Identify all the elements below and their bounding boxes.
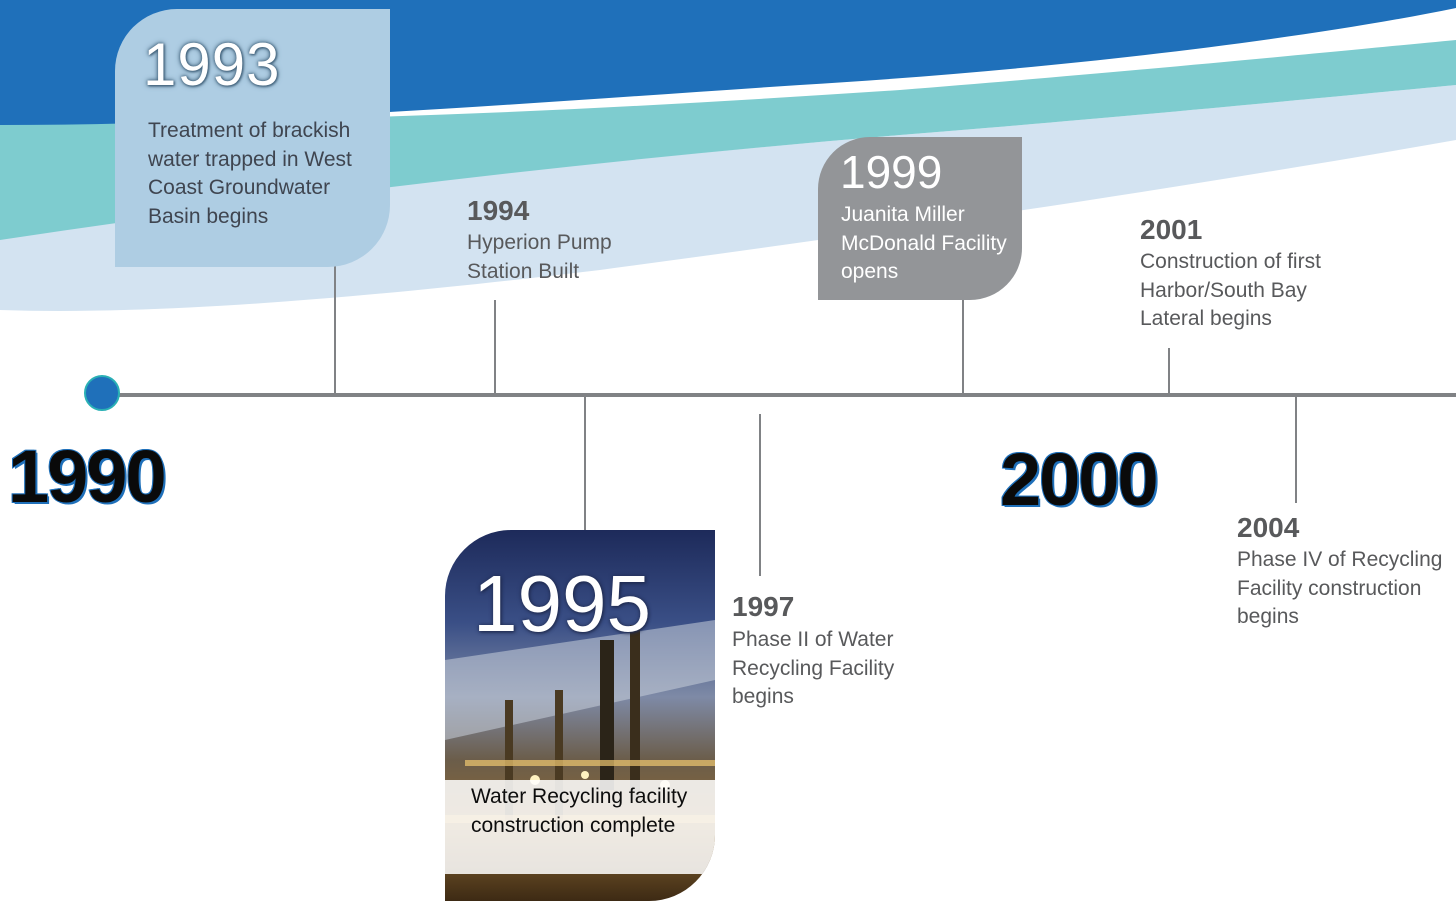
- event-text-1995: Water Recycling facility construction co…: [471, 785, 688, 837]
- event-card-1993: 1993 Treatment of brackish water trapped…: [115, 9, 390, 267]
- connector-2001: [1168, 348, 1170, 394]
- timeline-start-marker: [84, 375, 120, 411]
- event-year-1997: 1997: [732, 591, 795, 622]
- connector-1999: [962, 298, 964, 394]
- event-year-1993: 1993: [143, 31, 281, 98]
- event-year-2004: 2004: [1237, 512, 1300, 543]
- timeline-axis: [100, 393, 1456, 397]
- connector-1995: [584, 397, 586, 532]
- decade-label-1990: 1990: [7, 435, 168, 518]
- decade-label-2000: 2000: [999, 438, 1160, 521]
- event-card-1995: 1995 Water Recycling facility constructi…: [445, 530, 715, 901]
- event-text-1994: Hyperion Pump Station Built: [467, 231, 612, 283]
- connector-1994: [494, 300, 496, 394]
- connector-1993: [334, 262, 336, 394]
- event-text-1993: Treatment of brackish water trapped in W…: [148, 119, 352, 228]
- event-text-1997: Phase II of Water Recycling Facility beg…: [732, 628, 895, 708]
- caption-backdrop: [445, 780, 715, 874]
- connector-2004: [1295, 397, 1297, 503]
- event-year-2001: 2001: [1140, 214, 1203, 245]
- event-card-1999: 1999 Juanita Miller McDonald Facility op…: [818, 137, 1022, 300]
- event-year-1994: 1994: [467, 195, 530, 226]
- event-text-2004: Phase IV of Recycling Facility construct…: [1237, 548, 1443, 628]
- connector-1997: [759, 414, 761, 576]
- event-year-1995: 1995: [473, 559, 651, 648]
- event-year-1999: 1999: [840, 146, 943, 198]
- event-text-2001: Construction of first Harbor/South Bay L…: [1140, 250, 1321, 330]
- event-text-1999: Juanita Miller McDonald Facility opens: [841, 203, 1007, 283]
